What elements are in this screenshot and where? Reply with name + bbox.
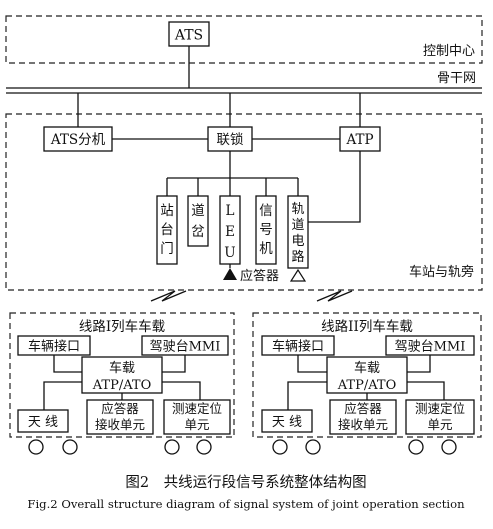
atp-label: ATP bbox=[345, 132, 373, 148]
control-center-region bbox=[5, 15, 483, 64]
train-2-wheel-icon bbox=[441, 439, 457, 455]
platform-door-char-1: 站 bbox=[160, 203, 174, 219]
leu-char-2: E bbox=[225, 224, 235, 240]
train-1-balise-rx-label-2: 接收单元 bbox=[95, 417, 145, 432]
signal-char-1: 信 bbox=[259, 203, 273, 219]
train-1-title: 线路I列车车载 bbox=[79, 318, 165, 335]
train-1-antenna-link bbox=[43, 381, 82, 410]
train-1-onboard-label-2: ATP/ATO bbox=[92, 378, 151, 393]
train-1-wheel-icon bbox=[28, 439, 44, 455]
train-2-title: 线路II列车车载 bbox=[321, 318, 413, 335]
track-circuit-triangle-icon bbox=[289, 268, 307, 282]
train-2-region bbox=[252, 312, 482, 438]
train-1-antenna-label: 天 线 bbox=[28, 415, 58, 430]
switch-char-2: 岔 bbox=[191, 224, 205, 240]
train-1-balise-rx-box bbox=[86, 399, 154, 435]
train-2-antenna-link bbox=[287, 381, 327, 410]
track-circuit-char-2: 道 bbox=[291, 218, 304, 233]
ats-sub-label: ATS分机 bbox=[50, 132, 106, 148]
train-2-speed-link bbox=[407, 381, 445, 400]
train-2-antenna-box bbox=[261, 409, 313, 433]
leu-char-3: U bbox=[224, 245, 235, 261]
interlocking-label: 联锁 bbox=[217, 132, 244, 148]
train-1-wheel-icon bbox=[164, 439, 180, 455]
train-2-balise-rx-box bbox=[329, 399, 397, 435]
train-2-vi-link bbox=[297, 355, 327, 373]
train-1-wheel-icon bbox=[196, 439, 212, 455]
balise-label: 应答器 bbox=[240, 268, 279, 284]
train-1-speed-box bbox=[163, 399, 231, 435]
track-circuit-char-4: 路 bbox=[291, 249, 304, 265]
train-1-wheel-icon bbox=[62, 439, 78, 455]
train-2-cab-mmi-label: 驾驶台MMI bbox=[395, 340, 466, 355]
train-1-balise-rx-label-1: 应答器 bbox=[101, 401, 139, 416]
ats-label: ATS bbox=[174, 28, 203, 44]
signal-char-3: 机 bbox=[259, 241, 273, 257]
train-2-wheel-icon bbox=[408, 439, 424, 455]
track-circuit-box bbox=[287, 195, 309, 269]
train-1-region bbox=[9, 312, 235, 438]
train-1-group: 线路I列车车载 车辆接口 驾驶台MMI 车载 ATP/ATO 天 线 应答器 接… bbox=[9, 312, 235, 455]
train-2-onboard-box bbox=[326, 356, 408, 394]
switch-box bbox=[187, 195, 209, 247]
train-1-speed-label-2: 单元 bbox=[184, 417, 209, 432]
track-circuit-char-1: 轨 bbox=[291, 202, 304, 217]
train-1-antenna-box bbox=[17, 409, 69, 433]
train-2-vehicle-interface-label: 车辆接口 bbox=[272, 339, 324, 355]
train-2-speed-box bbox=[405, 399, 475, 435]
train-1-mmi-link bbox=[162, 355, 186, 373]
backbone-label: 骨干网 bbox=[437, 71, 476, 86]
atp-track-circuit-link bbox=[308, 151, 361, 223]
train-2-speed-label-1: 测速定位 bbox=[415, 401, 465, 416]
train-1-speed-label-1: 测速定位 bbox=[172, 401, 222, 416]
interlocking-box bbox=[207, 126, 253, 152]
train-2-wheel-icon bbox=[272, 439, 288, 455]
wireless-link-right-icon bbox=[316, 290, 353, 302]
signal-box bbox=[255, 195, 277, 265]
station-region-label: 车站与轨旁 bbox=[409, 264, 474, 280]
switch-char-1: 道 bbox=[191, 203, 205, 219]
caption-en: Fig.2 Overall structure diagram of signa… bbox=[27, 497, 465, 511]
train-2-group: 线路II列车车载 车辆接口 驾驶台MMI 车载 ATP/ATO 天 线 应答器 … bbox=[252, 312, 482, 455]
platform-door-char-2: 台 bbox=[160, 222, 174, 238]
train-2-mmi-link bbox=[407, 355, 431, 373]
train-2-balise-rx-label-1: 应答器 bbox=[344, 401, 382, 416]
train-2-onboard-label-2: ATP/ATO bbox=[337, 378, 396, 393]
train-1-cab-mmi-label: 驾驶台MMI bbox=[150, 340, 221, 355]
leu-char-1: L bbox=[226, 203, 235, 219]
train-2-speed-label-2: 单元 bbox=[427, 417, 452, 432]
train-1-vi-link bbox=[53, 355, 82, 373]
train-2-wheel-icon bbox=[305, 439, 321, 455]
train-2-onboard-label-1: 车载 bbox=[354, 360, 380, 376]
control-center-label: 控制中心 bbox=[423, 44, 475, 59]
train-1-onboard-label-1: 车载 bbox=[109, 360, 135, 376]
caption-zh: 图2 共线运行段信号系统整体结构图 bbox=[125, 474, 366, 491]
wireless-link-left-icon bbox=[150, 290, 187, 302]
balise-icon bbox=[223, 268, 237, 280]
train-2-antenna-label: 天 线 bbox=[272, 415, 302, 430]
train-2-balise-rx-label-2: 接收单元 bbox=[338, 417, 388, 432]
train-1-vehicle-interface-label: 车辆接口 bbox=[28, 339, 80, 355]
train-1-onboard-box bbox=[81, 356, 163, 394]
train-1-speed-link bbox=[162, 381, 201, 400]
signal-char-2: 号 bbox=[259, 222, 273, 238]
platform-door-box bbox=[156, 195, 178, 265]
track-circuit-char-3: 电 bbox=[291, 234, 304, 249]
platform-door-char-3: 门 bbox=[160, 241, 174, 257]
station-region bbox=[5, 113, 483, 291]
ats-sub-box bbox=[43, 126, 113, 152]
